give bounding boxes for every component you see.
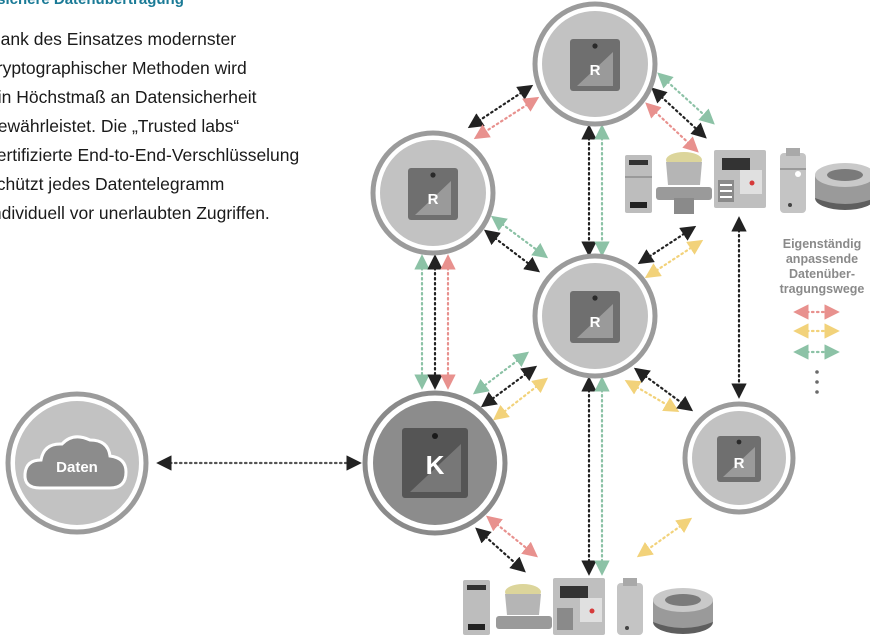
paragraph-line: individuell vor unerlaubten Zugriffen. bbox=[0, 203, 270, 223]
water-meter-icon bbox=[656, 152, 712, 214]
central-node: K bbox=[362, 390, 508, 536]
heat-cost-allocator-icon bbox=[714, 150, 766, 208]
section-heading: nsichere Datenübertragung bbox=[0, 0, 184, 8]
repeater-label: R bbox=[590, 314, 601, 331]
water-meter-icon bbox=[496, 584, 552, 629]
link-mid-central bbox=[480, 365, 538, 408]
repeater-node-middle: R bbox=[532, 253, 658, 379]
side-label-line: tragungswege bbox=[779, 282, 865, 296]
paragraph-line: kryptographischer Methoden wird bbox=[0, 58, 247, 78]
paragraph-line: gewährleistet. Die „Trusted labs“ bbox=[0, 116, 240, 136]
device-cluster-bottom bbox=[463, 578, 713, 635]
cloud-label: Daten bbox=[56, 459, 98, 476]
repeater-label: R bbox=[734, 455, 745, 472]
side-panel-label: Eigenständig anpassende Datenüber- tragu… bbox=[766, 237, 870, 297]
smoke-sensor-icon bbox=[617, 578, 643, 635]
link-mid-right bbox=[624, 380, 680, 412]
central-label: K bbox=[426, 450, 445, 480]
paragraph-line: Dank des Einsatzes modernster bbox=[0, 29, 237, 49]
data-links bbox=[156, 72, 747, 576]
device-cluster-top bbox=[625, 148, 870, 214]
repeater-node-right: R bbox=[682, 401, 796, 515]
link-top-devices bbox=[657, 72, 715, 125]
smoke-sensor-icon bbox=[780, 148, 806, 213]
paragraph-line: schützt jedes Datentelegramm bbox=[0, 174, 225, 194]
link-mid-central bbox=[492, 377, 549, 421]
heat-meter-icon bbox=[463, 580, 490, 635]
more-indicator bbox=[815, 370, 819, 394]
legend-arrows bbox=[793, 304, 840, 360]
link-top-left bbox=[467, 84, 534, 129]
smoke-detector-icon bbox=[653, 588, 713, 634]
link-mid-devices bbox=[637, 225, 697, 265]
link-mid-devices bbox=[644, 239, 704, 279]
repeater-node-left: R bbox=[370, 130, 496, 256]
cloud-icon bbox=[23, 435, 128, 490]
link-mid-central bbox=[472, 351, 530, 395]
paragraph-line: zertifizierte End-to-End-Verschlüsselung bbox=[0, 145, 300, 165]
heat-cost-allocator-icon bbox=[553, 578, 605, 635]
repeater-node-top: R bbox=[532, 1, 658, 127]
side-label-line: Eigenständig bbox=[782, 237, 862, 251]
link-top-devices bbox=[651, 87, 707, 139]
side-label-line: anpassende bbox=[785, 252, 859, 266]
link-central-bottom bbox=[486, 515, 538, 558]
link-central-bottom bbox=[475, 527, 526, 573]
link-left-mid bbox=[483, 229, 541, 273]
link-left-mid bbox=[490, 215, 549, 259]
repeater-label: R bbox=[428, 191, 439, 208]
paragraph-line: ein Höchstmaß an Datensicherheit bbox=[0, 87, 257, 107]
link-top-left bbox=[473, 96, 540, 140]
repeater-label: R bbox=[590, 62, 601, 79]
link-mid-right bbox=[633, 367, 694, 412]
side-label-line: Datenüber- bbox=[789, 267, 855, 281]
description-paragraph: Dank des Einsatzes modernster kryptograp… bbox=[0, 25, 388, 228]
heat-meter-icon bbox=[625, 155, 652, 213]
smoke-detector-icon bbox=[815, 163, 870, 210]
link-right-bottom bbox=[636, 517, 693, 558]
data-cloud-node: Daten bbox=[5, 391, 149, 535]
link-top-devices bbox=[645, 102, 699, 153]
